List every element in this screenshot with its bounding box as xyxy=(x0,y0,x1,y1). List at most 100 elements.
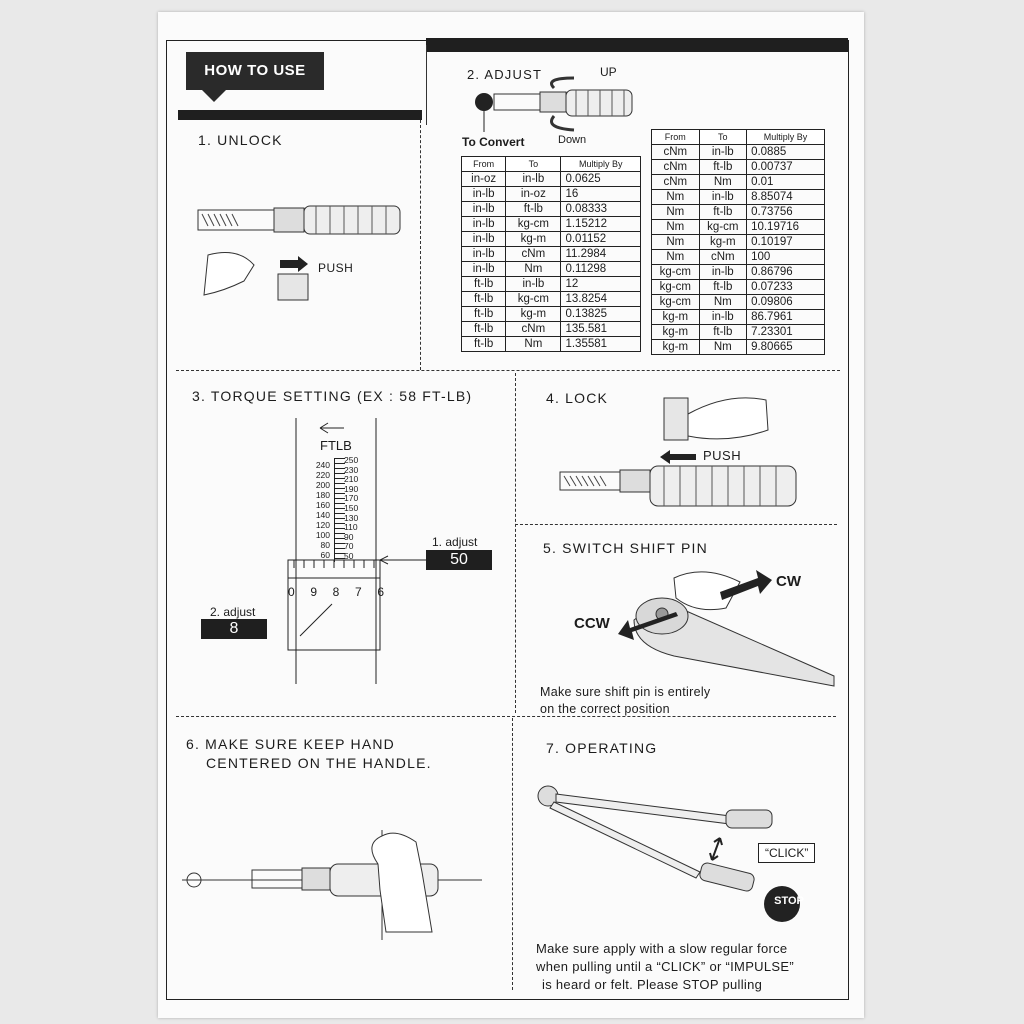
cell-to: Nm xyxy=(698,339,748,355)
cell-multiply: 0.73756 xyxy=(746,204,825,220)
cell-from: kg-cm xyxy=(651,294,700,310)
divider xyxy=(515,373,516,713)
adjust-down-label: Down xyxy=(558,134,587,146)
cell-from: in-oz xyxy=(460,171,507,187)
cell-to: cNm xyxy=(505,321,562,337)
cell-to: kg-cm xyxy=(505,216,562,232)
cell-multiply: 100 xyxy=(746,249,825,265)
divider xyxy=(426,45,427,125)
cell-multiply: 0.13825 xyxy=(560,306,641,322)
scale-label: 170 xyxy=(344,493,359,504)
scale-label: 220 xyxy=(315,470,330,480)
cell-from: cNm xyxy=(651,174,700,190)
cell-from: ft-lb xyxy=(460,336,507,352)
section-bar xyxy=(178,110,422,120)
step-adjust-title: 2. ADJUST xyxy=(467,67,543,82)
scale-label: 140 xyxy=(315,510,330,520)
col-multiply: Multiply By xyxy=(560,156,641,172)
how-to-use-label: HOW TO USE xyxy=(186,52,324,90)
cell-from: in-lb xyxy=(460,261,507,277)
operating-note-line: is heard or felt. Please STOP pulling xyxy=(542,977,763,992)
header-bar xyxy=(426,38,848,52)
ftlb-unit-label: FTLB xyxy=(320,438,352,453)
cell-from: in-lb xyxy=(460,186,507,202)
cell-to: ft-lb xyxy=(698,159,748,175)
cell-multiply: 0.01152 xyxy=(560,231,641,247)
adjust-2-value: 8 xyxy=(201,619,267,639)
divider xyxy=(176,370,840,371)
scale-label: 190 xyxy=(344,483,359,494)
shift-pin-note-line: Make sure shift pin is entirely xyxy=(540,685,711,699)
col-to: To xyxy=(698,129,748,145)
cell-from: Nm xyxy=(651,234,700,250)
scale-ticks xyxy=(334,458,345,562)
cw-label: CW xyxy=(776,573,801,590)
cell-multiply: 1.35581 xyxy=(560,336,641,352)
cell-from: kg-cm xyxy=(651,279,700,295)
cell-multiply: 9.80665 xyxy=(746,339,825,355)
scale-label: 210 xyxy=(344,474,359,485)
scale-label: 70 xyxy=(344,541,354,552)
cell-multiply: 8.85074 xyxy=(746,189,825,205)
operating-illustration xyxy=(537,785,800,922)
cell-from: in-lb xyxy=(460,231,507,247)
to-convert-label: To Convert xyxy=(462,135,525,149)
cell-to: cNm xyxy=(698,249,748,265)
step-centered-title: 6. MAKE SURE KEEP HAND CENTERED ON THE H… xyxy=(186,735,432,773)
adjust-2-label: 2. adjust xyxy=(210,605,256,619)
shift-pin-note-line: on the correct position xyxy=(540,702,670,716)
cell-multiply: 0.07233 xyxy=(746,279,825,295)
wrench-unlock-illustration xyxy=(197,205,401,301)
divider xyxy=(515,524,837,525)
cell-multiply: 0.10197 xyxy=(746,234,825,250)
step-centered-line: CENTERED ON THE HANDLE. xyxy=(206,755,432,771)
scale-label: 100 xyxy=(315,530,330,540)
cell-from: kg-cm xyxy=(651,264,700,280)
step-unlock-title: 1. UNLOCK xyxy=(198,132,283,148)
unlock-push-label: PUSH xyxy=(318,261,354,275)
cell-to: ft-lb xyxy=(698,204,748,220)
wrench-lock-illustration xyxy=(559,397,797,507)
cell-multiply: 11.2984 xyxy=(560,246,641,262)
cell-from: kg-m xyxy=(651,324,700,340)
shift-pin-note: Make sure shift pin is entirely on the c… xyxy=(540,684,710,718)
wrench-adjust-illustration xyxy=(475,76,633,132)
cell-from: Nm xyxy=(651,204,700,220)
cell-multiply: 0.00737 xyxy=(746,159,825,175)
ccw-label: CCW xyxy=(574,615,610,632)
cell-to: in-lb xyxy=(698,309,748,325)
cell-multiply: 0.01 xyxy=(746,174,825,190)
cell-to: ft-lb xyxy=(505,201,562,217)
cell-to: cNm xyxy=(505,246,562,262)
scale-label: 150 xyxy=(344,502,359,513)
scale-label: 120 xyxy=(315,520,330,530)
cell-from: ft-lb xyxy=(460,306,507,322)
col-from: From xyxy=(460,156,507,172)
cell-to: Nm xyxy=(505,261,562,277)
how-to-use-tab xyxy=(202,90,226,102)
cell-multiply: 16 xyxy=(560,186,641,202)
cell-to: ft-lb xyxy=(698,324,748,340)
cell-to: in-oz xyxy=(505,186,562,202)
cell-from: ft-lb xyxy=(460,291,507,307)
operating-note-line: Make sure apply with a slow regular forc… xyxy=(536,941,788,956)
cell-to: Nm xyxy=(698,294,748,310)
